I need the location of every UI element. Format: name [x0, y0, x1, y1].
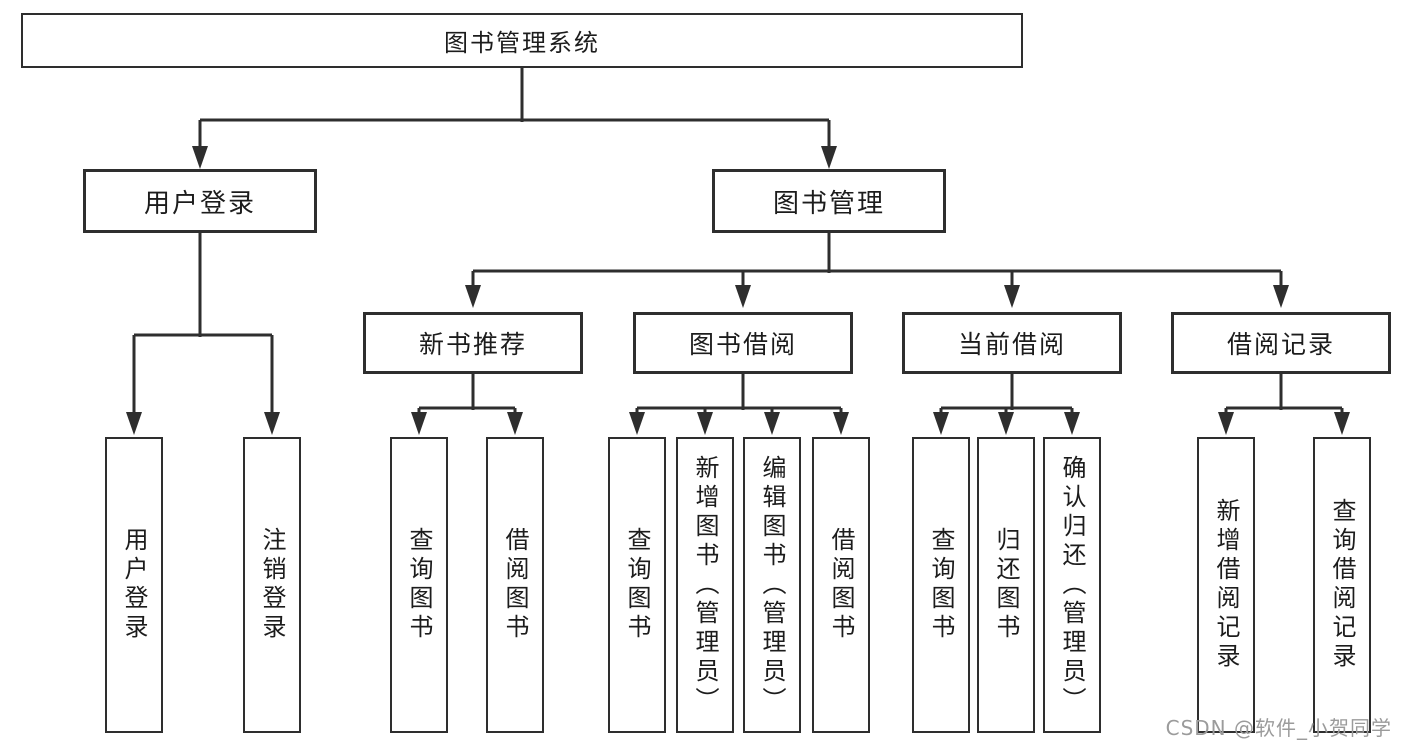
node-leaf-add-borrow-record: 新增借阅记录	[1197, 437, 1255, 733]
node-leaf-query-books-current: 查询图书	[912, 437, 970, 733]
leaf-label: 查询图书	[623, 527, 651, 643]
leaf-label: 借阅图书	[501, 527, 529, 643]
node-leaf-query-books-borrowing: 查询图书	[608, 437, 666, 733]
node-leaf-query-borrow-record: 查询借阅记录	[1313, 437, 1371, 733]
node-l3-borrowing-records: 借阅记录	[1171, 312, 1391, 374]
leaf-label: 新增图书（管理员）	[691, 454, 719, 716]
node-leaf-user-login: 用户登录	[105, 437, 163, 733]
leaf-label: 查询借阅记录	[1328, 498, 1356, 672]
node-leaf-query-books-recommend: 查询图书	[390, 437, 448, 733]
leaf-label: 新增借阅记录	[1212, 498, 1240, 672]
node-l3-new-book-recommendation: 新书推荐	[363, 312, 583, 374]
node-leaf-logout: 注销登录	[243, 437, 301, 733]
leaf-label: 归还图书	[992, 527, 1020, 643]
node-leaf-add-books-admin: 新增图书（管理员）	[676, 437, 734, 733]
node-root: 图书管理系统	[21, 13, 1023, 68]
leaf-label: 用户登录	[120, 527, 148, 643]
node-leaf-confirm-return-admin: 确认归还（管理员）	[1043, 437, 1101, 733]
node-l3-current-borrowing: 当前借阅	[902, 312, 1122, 374]
csdn-watermark: CSDN @软件_小贺同学	[1165, 716, 1392, 740]
leaf-label: 注销登录	[258, 527, 286, 643]
node-leaf-edit-books-admin: 编辑图书（管理员）	[743, 437, 801, 733]
node-l3-book-borrowing: 图书借阅	[633, 312, 853, 374]
node-leaf-borrow-books-recommend: 借阅图书	[486, 437, 544, 733]
node-leaf-return-books: 归还图书	[977, 437, 1035, 733]
node-leaf-borrow-books-borrowing: 借阅图书	[812, 437, 870, 733]
leaf-label: 查询图书	[405, 527, 433, 643]
node-l2-book-management: 图书管理	[712, 169, 946, 233]
leaf-label: 确认归还（管理员）	[1058, 454, 1086, 716]
leaf-label: 查询图书	[927, 527, 955, 643]
node-l2-user-login: 用户登录	[83, 169, 317, 233]
leaf-label: 借阅图书	[827, 527, 855, 643]
leaf-label: 编辑图书（管理员）	[758, 454, 786, 716]
